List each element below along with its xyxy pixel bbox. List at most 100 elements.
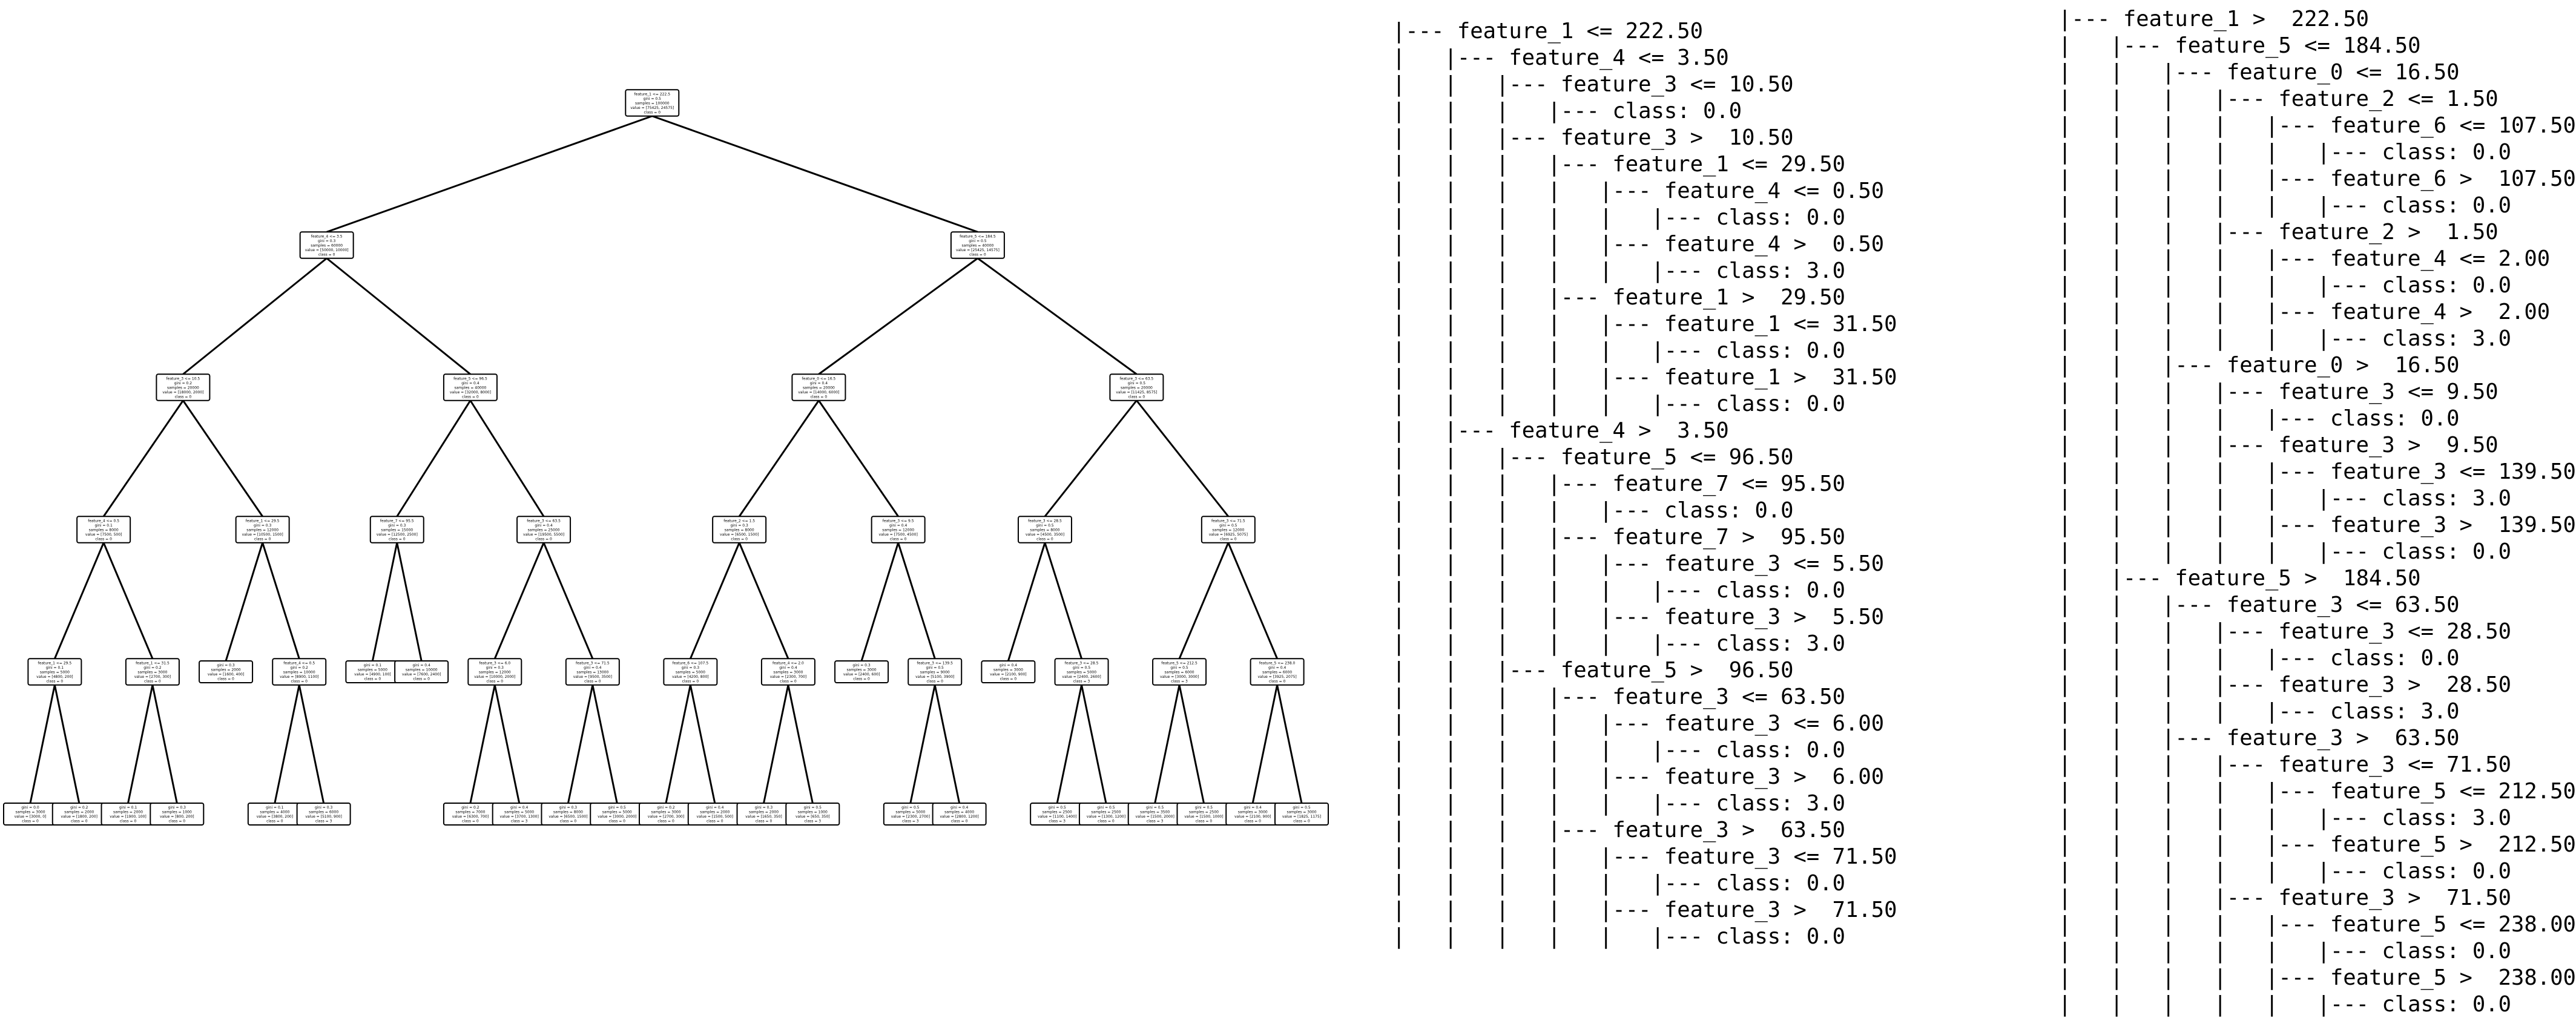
tree-node-label: samples = 12000 bbox=[1212, 528, 1244, 532]
tree-node-label: class = 3 bbox=[1073, 679, 1090, 683]
tree-node-label: value = [3000, 2000] bbox=[598, 815, 636, 819]
tree-node-label: value = [4800, 200] bbox=[36, 675, 73, 679]
tree-edge bbox=[1136, 399, 1230, 517]
tree-node-label: samples = 3000 bbox=[773, 670, 803, 674]
tree-node-label: class = 0 bbox=[1000, 677, 1017, 681]
tree-node-label: samples = 5000 bbox=[1067, 670, 1096, 674]
tree-edge bbox=[102, 542, 154, 659]
tree-node-label: samples = 3000 bbox=[1238, 810, 1268, 815]
tree-edge bbox=[1081, 685, 1107, 804]
tree-node-box bbox=[27, 658, 82, 686]
tree-node-label: gini = 0.4 bbox=[779, 666, 797, 670]
tree-node-box bbox=[235, 516, 290, 543]
tree-node-label: class = 0 bbox=[1128, 395, 1145, 399]
tree-node-label: feature_1 <= 31.5 bbox=[136, 661, 170, 665]
tree-node-label: class = 0 bbox=[1244, 819, 1261, 824]
tree-node-label: gini = 0.5 bbox=[1097, 806, 1115, 810]
tree-node-box bbox=[1250, 658, 1305, 686]
tree-node-box bbox=[467, 658, 522, 686]
tree-node-label: gini = 0.4 bbox=[535, 524, 553, 528]
tree-node-label: value = [25425, 14575] bbox=[956, 248, 1000, 252]
tree-node-label: class = 0 bbox=[951, 819, 968, 824]
tree-node-label: value = [2700, 300] bbox=[648, 815, 684, 819]
tree-node-label: class = 0 bbox=[266, 819, 283, 824]
tree-node-label: gini = 0.2 bbox=[291, 666, 309, 670]
tree-node-label: feature_4 <= 2.0 bbox=[772, 661, 804, 665]
tree-node-label: value = [1500, 2000] bbox=[1136, 815, 1174, 819]
tree-node-label: samples = 10000 bbox=[406, 668, 438, 672]
tree-node-label: gini = 0.5 bbox=[1170, 666, 1188, 670]
tree-node-label: class = 0 bbox=[1293, 819, 1310, 824]
tree-node-label: class = 0 bbox=[756, 819, 772, 824]
tree-edge bbox=[127, 685, 154, 804]
tree-node-label: class = 0 bbox=[811, 395, 828, 399]
tree-node-label: value = [50000, 10000] bbox=[305, 248, 349, 252]
tree-edge bbox=[1178, 542, 1230, 659]
tree-node-label: samples = 3000 bbox=[847, 668, 877, 672]
tree-node-label: gini = 0.2 bbox=[143, 666, 162, 670]
tree-node-label: gini = 0.1 bbox=[119, 806, 137, 810]
tree-edge bbox=[1044, 399, 1138, 517]
tree-node-label: samples = 5000 bbox=[895, 810, 925, 815]
tree-node-label: class = 0 bbox=[707, 819, 723, 824]
tree-node-label: feature_7 <= 95.5 bbox=[380, 519, 414, 523]
tree-edge bbox=[763, 685, 789, 804]
tree-edge bbox=[665, 685, 691, 804]
tree-node-box bbox=[625, 89, 680, 117]
tree-node-box bbox=[443, 373, 498, 401]
tree-node-label: class = 0 bbox=[682, 679, 699, 683]
tree-node-label: samples = 7000 bbox=[455, 810, 485, 815]
tree-node-label: value = [4500, 3500] bbox=[1026, 533, 1064, 537]
tree-node-label: class = 0 bbox=[291, 679, 308, 683]
tree-node-label: samples = 2000 bbox=[211, 668, 241, 672]
tree-node-label: value = [1600, 400] bbox=[208, 672, 244, 677]
tree-node-label: gini = 0.2 bbox=[70, 806, 88, 810]
tree-node-label: gini = 0.3 bbox=[486, 666, 504, 670]
tree-node-label: gini = 0.1 bbox=[46, 666, 64, 670]
tree-node-label: gini = 0.4 bbox=[510, 806, 529, 810]
tree-node-label: value = [6500, 1500] bbox=[720, 533, 759, 537]
tree-node-label: feature_3 <= 139.5 bbox=[917, 661, 953, 665]
tree-edge bbox=[182, 257, 328, 375]
tree-node-label: samples = 3500 bbox=[1140, 810, 1170, 815]
tree-node-label: samples = 1000 bbox=[162, 810, 192, 815]
tree-node-label: samples = 2500 bbox=[1091, 810, 1121, 815]
tree-edge bbox=[53, 685, 81, 804]
tree-edge bbox=[493, 542, 545, 659]
tree-node-label: feature_1 <= 29.5 bbox=[38, 661, 72, 665]
tree-node-label: gini = 0.1 bbox=[364, 663, 382, 668]
tree-node-label: feature_5 <= 96.5 bbox=[453, 376, 487, 381]
tree-node-label: value = [5100, 900] bbox=[305, 815, 341, 819]
tree-node-label: samples = 5000 bbox=[40, 670, 70, 674]
tree-node-label: samples = 9000 bbox=[920, 670, 950, 674]
tree-edge bbox=[787, 685, 814, 804]
tree-edge bbox=[29, 685, 56, 804]
text-tree-left-panel: |--- feature_1 <= 222.50 | |--- feature_… bbox=[1392, 19, 1897, 949]
tree-node-label: class = 3 bbox=[1147, 819, 1164, 824]
tree-node-label: value = [2400, 2600] bbox=[1062, 675, 1101, 679]
tree-edge bbox=[909, 685, 936, 804]
tree-node-label: feature_3 <= 63.5 bbox=[527, 519, 561, 523]
tree-node-label: feature_3 <= 28.5 bbox=[1028, 519, 1062, 523]
tree-node-label: class = 3 bbox=[805, 819, 822, 824]
tree-node-label: class = 0 bbox=[560, 819, 577, 824]
tree-node-label: class = 0 bbox=[926, 679, 943, 683]
tree-node-label: samples = 5000 bbox=[504, 810, 534, 815]
tree-node-box bbox=[834, 660, 889, 683]
tree-edge bbox=[225, 542, 264, 662]
tree-node-label: gini = 0.3 bbox=[315, 806, 333, 810]
tree-edge bbox=[274, 685, 300, 804]
tree-node-label: value = [3700, 1300] bbox=[500, 815, 539, 819]
